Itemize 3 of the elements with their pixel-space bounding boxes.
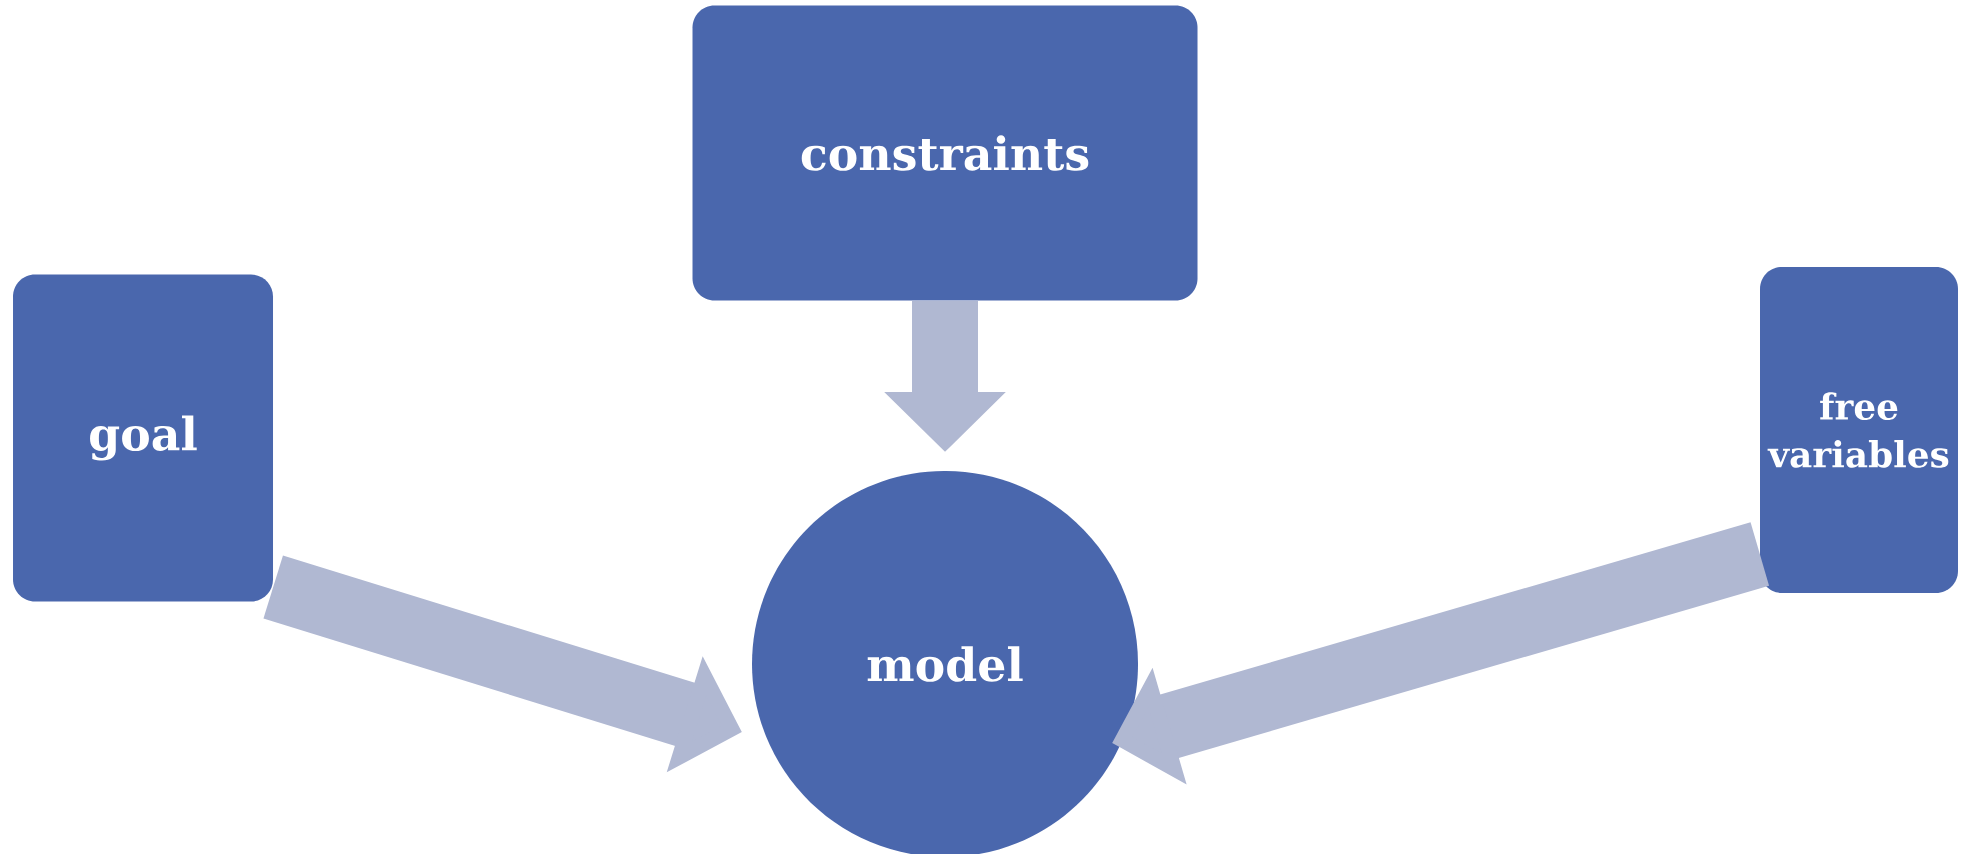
- process-box: constraints: [692, 5, 1198, 301]
- process-box: free variables: [1760, 267, 1958, 593]
- process-box: goal: [13, 274, 273, 602]
